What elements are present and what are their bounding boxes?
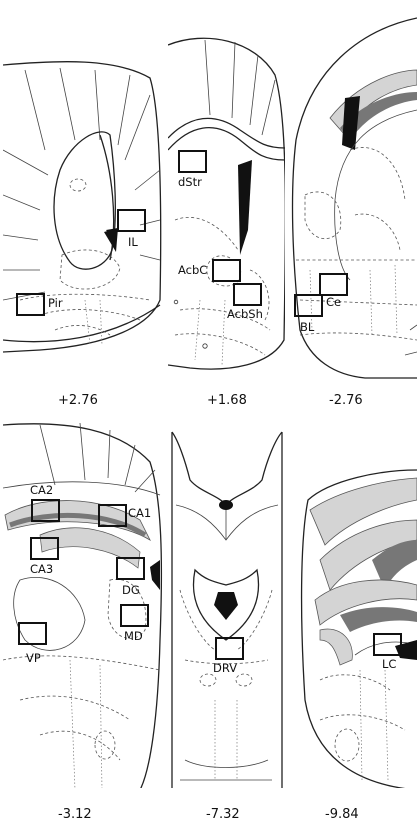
region-label-bl: BL — [300, 320, 315, 334]
section-panel-2 — [168, 37, 285, 370]
section-panel-1 — [3, 60, 162, 353]
region-markers-panel-1: IL Pir — [16, 209, 146, 316]
section-panel-5 — [171, 431, 283, 788]
region-markers-panel-5: DRV — [213, 637, 244, 675]
region-label-dstr: dStr — [178, 175, 202, 189]
roi-box-ca3[interactable] — [30, 537, 59, 560]
roi-box-ce[interactable] — [319, 273, 348, 296]
region-label-pir: Pir — [48, 296, 63, 310]
roi-box-drv[interactable] — [215, 637, 244, 660]
region-label-acbsh: AcbSh — [227, 307, 263, 321]
section-panel-6 — [300, 469, 417, 788]
roi-box-bl[interactable] — [294, 294, 323, 317]
roi-box-dg[interactable] — [116, 557, 145, 580]
section-panel-3 — [291, 17, 417, 379]
roi-box-dstr[interactable] — [178, 150, 207, 173]
region-label-il: IL — [128, 235, 138, 249]
region-markers-panel-2: dStr AcbC AcbSh — [178, 150, 263, 321]
coordinate-label-4: -3.12 — [58, 807, 92, 822]
roi-box-pir[interactable] — [16, 293, 45, 316]
roi-box-ca2[interactable] — [31, 499, 60, 522]
coordinate-label-2: +1.68 — [207, 393, 247, 408]
region-label-dg: DG — [122, 583, 140, 597]
region-label-ca2: CA2 — [30, 483, 53, 497]
roi-box-vp[interactable] — [18, 622, 47, 645]
roi-box-lc[interactable] — [373, 633, 402, 656]
roi-box-ca1[interactable] — [98, 504, 127, 527]
region-label-vp: VP — [26, 651, 41, 665]
coordinate-label-1: +2.76 — [58, 393, 98, 408]
roi-box-acbc[interactable] — [212, 259, 241, 282]
region-label-lc: LC — [382, 657, 396, 671]
coordinate-label-6: -9.84 — [325, 807, 359, 822]
section-panel-4 — [3, 422, 163, 788]
region-label-drv: DRV — [213, 661, 237, 675]
roi-box-md[interactable] — [120, 604, 149, 627]
coordinate-label-3: -2.76 — [329, 393, 363, 408]
region-label-ca3: CA3 — [30, 562, 53, 576]
region-markers-panel-4: CA2 CA1 CA3 DG MD VP — [18, 483, 151, 665]
roi-box-acbsh[interactable] — [233, 283, 262, 306]
region-label-md: MD — [124, 629, 143, 643]
region-label-acbc: AcbC — [178, 263, 207, 277]
roi-box-il[interactable] — [117, 209, 146, 232]
region-label-ce: Ce — [326, 295, 341, 309]
region-markers-panel-6: LC — [373, 633, 402, 671]
region-markers-panel-3: Ce BL — [294, 273, 348, 334]
region-label-ca1: CA1 — [128, 506, 151, 520]
coordinate-label-5: -7.32 — [206, 807, 240, 822]
